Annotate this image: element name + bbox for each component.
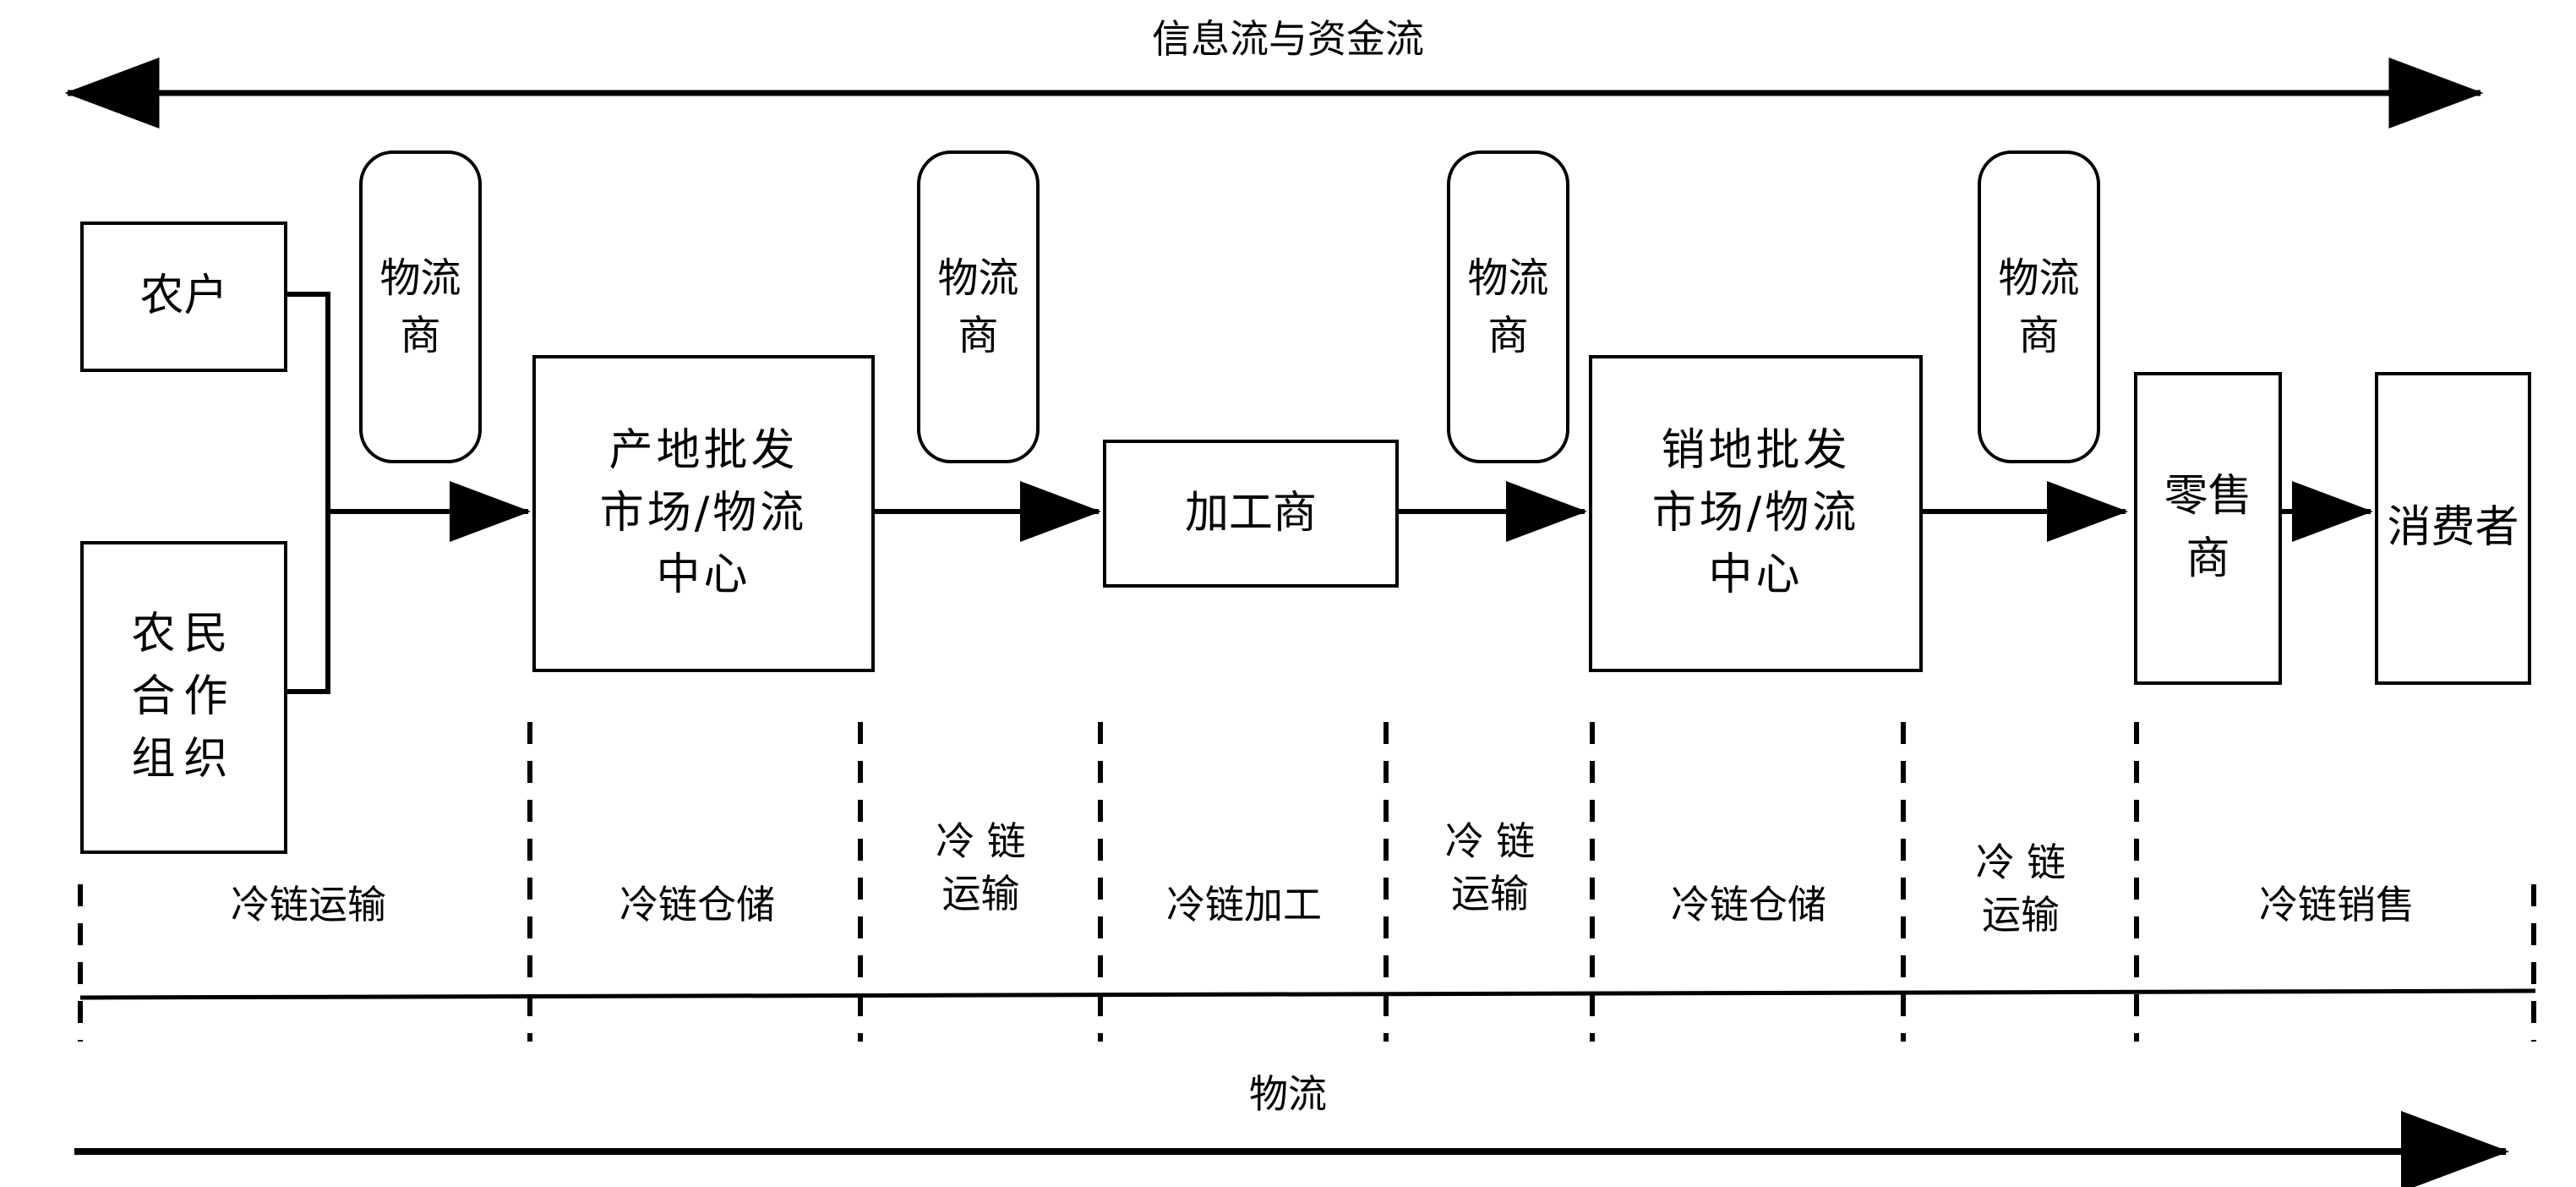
node-retailer-label: 零售商 [2164, 471, 2252, 584]
cold-chain-dividers [78, 722, 2536, 1042]
node-processor[interactable]: 加工商 [1103, 440, 1399, 588]
cold-chain-segment-6-label: 冷链仓储 [1671, 882, 1826, 927]
node-logistics-provider-3[interactable]: 物流商 [1447, 150, 1569, 463]
cold-chain-segment-7-label: 冷 链 运输 [1975, 840, 2066, 938]
cold-chain-segment-8-label: 冷链销售 [2259, 882, 2415, 927]
cold-chain-segment-1-label: 冷链运输 [231, 882, 386, 927]
cold-chain-baseline [79, 988, 2536, 1000]
cold-chain-segment-3-label: 冷 链 运输 [936, 818, 1026, 916]
cold-chain-segment-4-label: 冷链加工 [1166, 882, 1322, 927]
node-farmer-label: 农户 [139, 271, 228, 322]
information-capital-flow-label: 信息流与资金流 [1152, 16, 1424, 62]
node-processor-label: 加工商 [1184, 487, 1317, 539]
node-consumer-label: 消费者 [2387, 502, 2519, 554]
node-cooperative[interactable]: 农民 合作 组织 [80, 541, 287, 854]
node-origin-wholesale-market[interactable]: 产地批发 市场/物流 中心 [532, 355, 875, 672]
supplier-merge-connector [287, 292, 531, 694]
cold-chain-segment-5-label: 冷 链 运输 [1444, 818, 1536, 916]
node-logistics-provider-1[interactable]: 物流商 [359, 150, 482, 463]
node-sales-wholesale-market[interactable]: 销地批发 市场/物流 中心 [1589, 355, 1923, 672]
node-logistics-provider-4[interactable]: 物流商 [1978, 150, 2100, 463]
logistics-flow-label: 物流 [1249, 1071, 1327, 1117]
node-retailer[interactable]: 零售商 [2134, 372, 2282, 685]
node-logistics-provider-1-label: 物流商 [379, 254, 461, 359]
cold-chain-segment-2-label: 冷链仓储 [619, 882, 775, 927]
node-logistics-provider-2-label: 物流商 [937, 254, 1019, 359]
node-origin-wholesale-market-label: 产地批发 市场/物流 中心 [599, 424, 808, 601]
node-logistics-provider-4-label: 物流商 [1998, 254, 2080, 359]
node-logistics-provider-2[interactable]: 物流商 [917, 150, 1040, 463]
node-cooperative-label: 农民 合作 组织 [131, 609, 237, 785]
node-logistics-provider-3-label: 物流商 [1467, 254, 1549, 359]
node-consumer[interactable]: 消费者 [2375, 372, 2531, 685]
node-farmer[interactable]: 农户 [80, 222, 287, 372]
node-sales-wholesale-market-label: 销地批发 市场/物流 中心 [1651, 424, 1860, 601]
